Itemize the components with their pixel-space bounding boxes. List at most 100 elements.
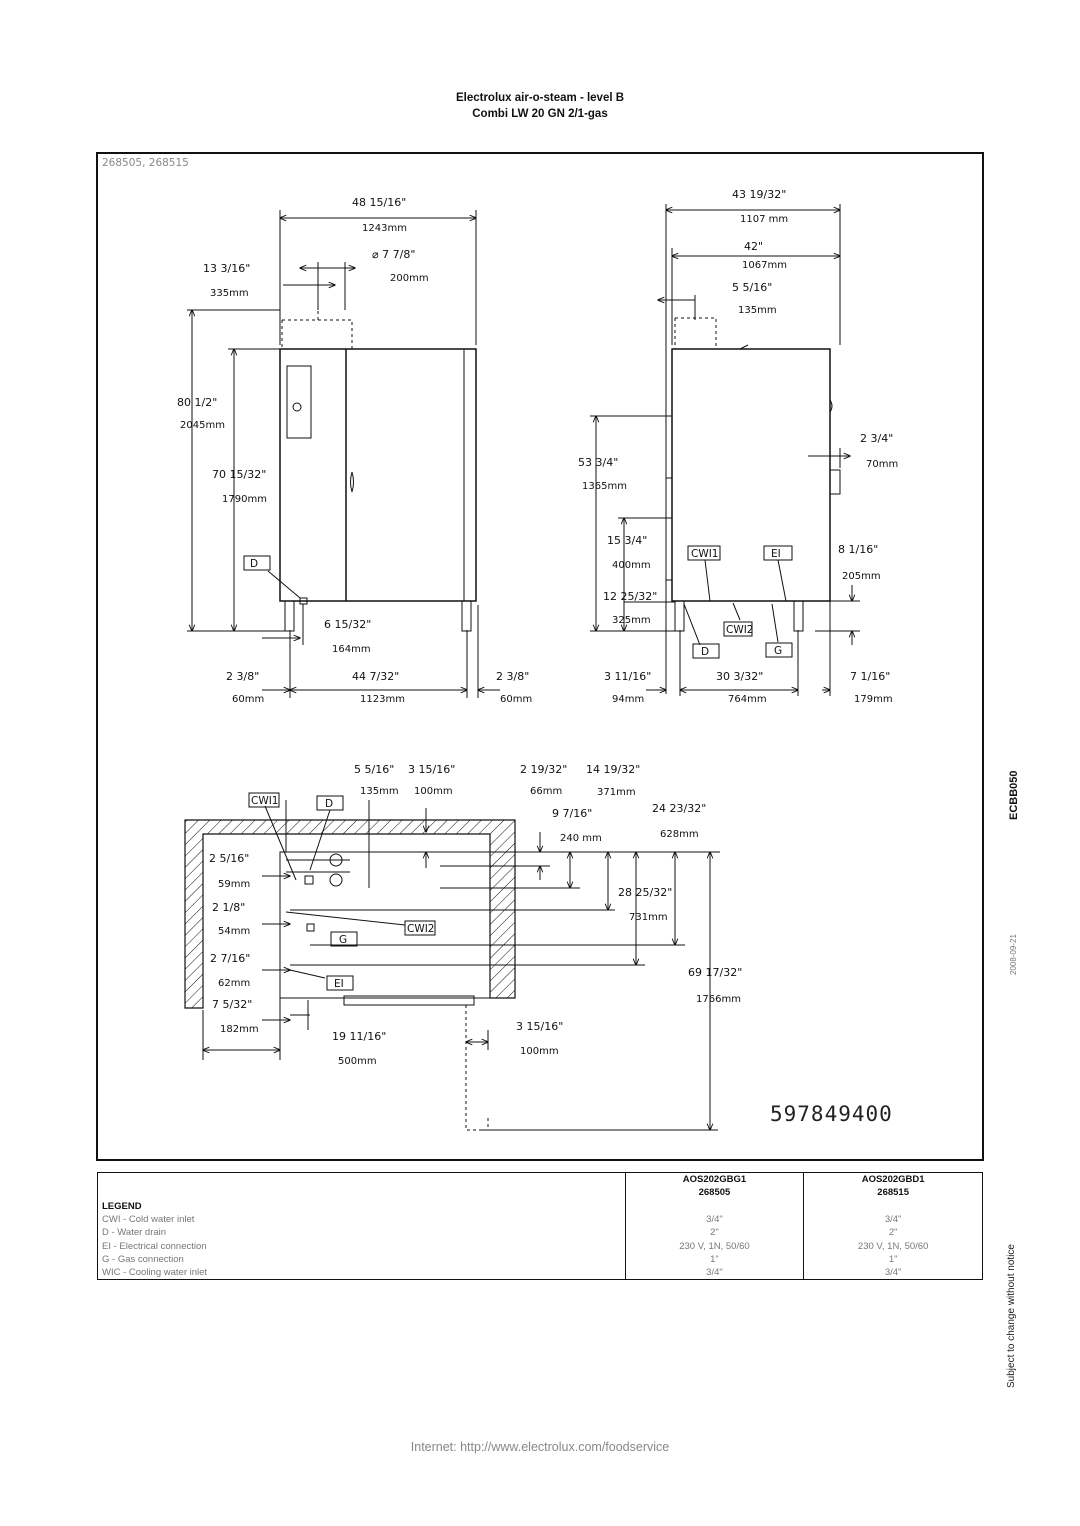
dim-side-h3-mm: 325mm	[612, 615, 651, 626]
dim-top-t1-mm: 135mm	[360, 786, 399, 797]
dim-side-b1-mm: 94mm	[612, 694, 644, 705]
footer-url: Internet: http://www.electrolux.com/food…	[410, 1440, 670, 1454]
dim-side-b3: 7 1/16"	[850, 670, 890, 683]
legend-col-a-code: 268505	[624, 1186, 804, 1200]
page-title: Electrolux air-o-steam - level B	[455, 92, 625, 104]
dim-top-b1-mm: 500mm	[338, 1056, 377, 1067]
dim-front-foot-r-mm: 60mm	[500, 694, 532, 705]
tag-cwi2-side-text: CWI2	[726, 624, 754, 636]
dim-side-b2-mm: 764mm	[728, 694, 767, 705]
tag-d-top-text: D	[325, 798, 333, 810]
models-label: 268505, 268515	[102, 157, 189, 169]
dim-front-foot-l-mm: 60mm	[232, 694, 264, 705]
dim-front-drain: 6 15/32"	[324, 618, 371, 631]
page-subtitle: Combi LW 20 GN 2/1-gas	[472, 108, 608, 120]
legend-col-b-code: 268515	[803, 1186, 983, 1200]
dim-side-h2-mm: 400mm	[612, 560, 651, 571]
dim-side-handle-mm: 70mm	[866, 459, 898, 470]
dim-top-l4-mm: 182mm	[220, 1024, 259, 1035]
dim-top-b1: 19 11/16"	[332, 1030, 386, 1043]
dim-side-depth: 43 19/32"	[732, 188, 786, 201]
side-note: Subject to change without notice	[1006, 1244, 1017, 1388]
legend-table: AOS202GBG1 AOS202GBD1 268505 268515 LEGE…	[97, 1172, 983, 1281]
dim-front-flue: ⌀ 7 7/8"	[372, 248, 415, 261]
tag-cwi1-top-text: CWI1	[251, 795, 279, 807]
table-row: EI - Electrical connection 230 V, 1N, 50…	[98, 1239, 983, 1253]
top-view	[184, 792, 720, 1130]
dim-top-l2-mm: 54mm	[218, 926, 250, 937]
dim-side-body-mm: 1067mm	[742, 260, 787, 271]
dim-top-t2: 3 15/16"	[408, 763, 455, 776]
legend-col-b-model: AOS202GBD1	[803, 1172, 983, 1187]
tag-g-top-text: G	[339, 934, 347, 946]
dim-side-body: 42"	[744, 240, 763, 253]
dim-top-t3: 2 19/32"	[520, 763, 567, 776]
dim-front-offset-mm: 335mm	[210, 288, 249, 299]
dim-front-foot-l: 2 3/8"	[226, 670, 259, 683]
dim-top-t3-mm: 66mm	[530, 786, 562, 797]
tag-g-top	[330, 931, 358, 947]
table-row: CWI - Cold water inlet 3/4" 3/4"	[98, 1212, 983, 1227]
dim-front-foot-r: 2 3/8"	[496, 670, 529, 683]
dim-top-t5-mm: 240 mm	[560, 833, 602, 844]
drawing-number: 597849400	[770, 1102, 893, 1126]
dim-front-feet: 44 7/32"	[352, 670, 399, 683]
tag-d-side-text: D	[701, 646, 709, 658]
dim-top-t1: 5 5/16"	[354, 763, 394, 776]
dim-top-t7: 28 25/32"	[618, 886, 672, 899]
tag-d-front-text: D	[250, 558, 258, 570]
tag-g-side-text: G	[774, 645, 782, 657]
tag-g-side	[765, 642, 793, 658]
dim-side-el-mm: 205mm	[842, 571, 881, 582]
dim-top-l3: 2 7/16"	[210, 952, 250, 965]
dim-side-depth-mm: 1107 mm	[740, 214, 788, 225]
tag-d-side	[692, 643, 720, 659]
dim-top-l1: 2 5/16"	[209, 852, 249, 865]
dim-top-t4: 14 19/32"	[586, 763, 640, 776]
side-view	[590, 204, 860, 696]
dim-front-width-mm: 1243mm	[362, 223, 407, 234]
dim-side-b2: 30 3/32"	[716, 670, 763, 683]
table-row: G - Gas connection 1" 1"	[98, 1252, 983, 1267]
tag-cwi1-top	[248, 792, 280, 808]
dim-side-h1: 53 3/4"	[578, 456, 618, 469]
dim-front-offset: 13 3/16"	[203, 262, 250, 275]
drawing-frame	[96, 152, 984, 1161]
drawing-code: ECBB050	[1008, 770, 1020, 820]
dim-front-body: 70 15/32"	[212, 468, 266, 481]
dim-top-l1-mm: 59mm	[218, 879, 250, 890]
dim-top-t8: 69 17/32"	[688, 966, 742, 979]
dim-top-b2: 3 15/16"	[516, 1020, 563, 1033]
dim-side-flue-mm: 135mm	[738, 305, 777, 316]
dim-top-t6-mm: 628mm	[660, 829, 699, 840]
dim-top-t6: 24 23/32"	[652, 802, 706, 815]
tag-d-top	[316, 795, 344, 811]
tag-d-front	[243, 555, 271, 571]
tag-ei-side	[763, 545, 793, 561]
dim-front-height: 80 1/2"	[177, 396, 217, 409]
legend-title: LEGEND	[102, 1200, 142, 1212]
dim-top-t7-mm: 731mm	[629, 912, 668, 923]
dim-front-flue-mm: 200mm	[390, 273, 429, 284]
dim-top-l2: 2 1/8"	[212, 901, 245, 914]
tag-ei-top	[326, 975, 354, 991]
dim-side-h3: 12 25/32"	[603, 590, 657, 603]
tag-cwi2-top-text: CWI2	[407, 923, 435, 935]
tag-ei-top-text: EI	[334, 978, 344, 990]
dim-side-handle: 2 3/4"	[860, 432, 893, 445]
dim-top-b2-mm: 100mm	[520, 1046, 559, 1057]
legend-col-a-model: AOS202GBG1	[624, 1172, 804, 1187]
dim-top-l3-mm: 62mm	[218, 978, 250, 989]
dim-top-t4-mm: 371mm	[597, 787, 636, 798]
dim-top-t5: 9 7/16"	[552, 807, 592, 820]
tag-cwi1-side-text: CWI1	[691, 548, 719, 560]
dim-side-b3-mm: 179mm	[854, 694, 893, 705]
drawing-date: 2008-09-21	[1009, 934, 1018, 975]
dim-side-b1: 3 11/16"	[604, 670, 651, 683]
dim-front-width: 48 15/16"	[352, 196, 406, 209]
dim-side-flue: 5 5/16"	[732, 281, 772, 294]
tag-cwi1-side	[687, 545, 721, 561]
dim-side-el: 8 1/16"	[838, 543, 878, 556]
dim-front-height-mm: 2045mm	[180, 420, 225, 431]
